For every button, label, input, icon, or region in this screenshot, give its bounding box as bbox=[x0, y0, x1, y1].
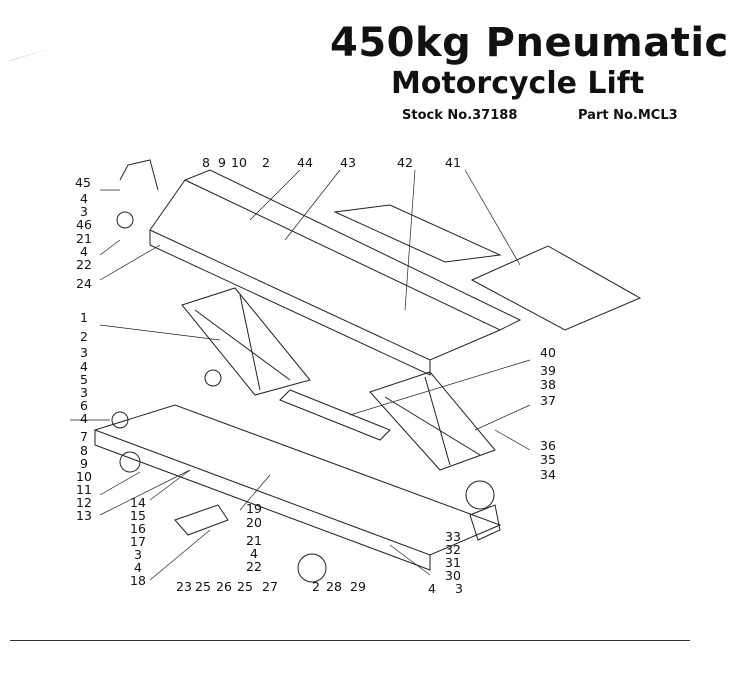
callout-30: 30 bbox=[445, 568, 461, 583]
callout-29: 29 bbox=[350, 579, 366, 594]
part-number: Part No.MCL3 bbox=[578, 108, 678, 123]
callout-43: 43 bbox=[340, 155, 356, 170]
callout-12: 12 bbox=[76, 495, 92, 510]
callout-2: 2 bbox=[312, 579, 320, 594]
callout-33: 33 bbox=[445, 529, 461, 544]
callout-10: 10 bbox=[231, 155, 247, 170]
callout-2: 2 bbox=[262, 155, 270, 170]
callout-2: 2 bbox=[80, 329, 88, 344]
callout-20: 20 bbox=[246, 515, 262, 530]
callout-8: 8 bbox=[202, 155, 210, 170]
callout-37: 37 bbox=[540, 393, 556, 408]
callout-26: 26 bbox=[216, 579, 232, 594]
callout-24: 24 bbox=[76, 276, 92, 291]
callout-44: 44 bbox=[297, 155, 313, 170]
callout-17: 17 bbox=[130, 534, 146, 549]
title-line-1: 450kg Pneumatic bbox=[330, 20, 729, 66]
callout-4: 4 bbox=[80, 359, 88, 374]
callout-18: 18 bbox=[130, 573, 146, 588]
callout-34: 34 bbox=[540, 467, 556, 482]
callout-13: 13 bbox=[76, 508, 92, 523]
callout-39: 39 bbox=[540, 363, 556, 378]
callout-40: 40 bbox=[540, 345, 556, 360]
stock-number: Stock No.37188 bbox=[402, 108, 518, 123]
callout-9: 9 bbox=[218, 155, 226, 170]
callout-8: 8 bbox=[80, 443, 88, 458]
callout-11: 11 bbox=[76, 482, 92, 497]
callout-16: 16 bbox=[130, 521, 146, 536]
callout-21: 21 bbox=[76, 231, 92, 246]
callout-9: 9 bbox=[80, 456, 88, 471]
callout-22: 22 bbox=[246, 559, 262, 574]
callout-22: 22 bbox=[76, 257, 92, 272]
callout-6: 6 bbox=[80, 398, 88, 413]
callout-23: 23 bbox=[176, 579, 192, 594]
callout-1: 1 bbox=[80, 310, 88, 325]
callout-36: 36 bbox=[540, 438, 556, 453]
callout-25: 25 bbox=[195, 579, 211, 594]
callout-25: 25 bbox=[237, 579, 253, 594]
callout-5: 5 bbox=[80, 372, 88, 387]
callout-27: 27 bbox=[262, 579, 278, 594]
callout-3: 3 bbox=[80, 345, 88, 360]
callout-4: 4 bbox=[428, 581, 436, 596]
callout-41: 41 bbox=[445, 155, 461, 170]
callout-3: 3 bbox=[455, 581, 463, 596]
callout-10: 10 bbox=[76, 469, 92, 484]
callout-35: 35 bbox=[540, 452, 556, 467]
footer-divider bbox=[10, 640, 690, 641]
exploded-parts-diagram: 45 4 3 46 21 4 22 24 1 2 3 4 5 3 6 4 7 8… bbox=[70, 155, 642, 596]
callout-4: 4 bbox=[80, 411, 88, 426]
callout-15: 15 bbox=[130, 508, 146, 523]
callout-46: 46 bbox=[76, 217, 92, 232]
brand-swoosh-logo bbox=[6, 48, 52, 62]
callout-21: 21 bbox=[246, 533, 262, 548]
callout-28: 28 bbox=[326, 579, 342, 594]
callout-7: 7 bbox=[80, 429, 88, 444]
callout-14: 14 bbox=[130, 495, 146, 510]
callout-4: 4 bbox=[80, 191, 88, 206]
callout-4: 4 bbox=[80, 244, 88, 259]
callout-4: 4 bbox=[134, 560, 142, 575]
callout-3: 3 bbox=[80, 204, 88, 219]
callout-42: 42 bbox=[397, 155, 413, 170]
callout-45: 45 bbox=[75, 175, 91, 190]
callout-4: 4 bbox=[250, 546, 258, 561]
callout-38: 38 bbox=[540, 377, 556, 392]
callout-3: 3 bbox=[80, 385, 88, 400]
callout-31: 31 bbox=[445, 555, 461, 570]
callout-19: 19 bbox=[246, 501, 262, 516]
title-line-2: Motorcycle Lift bbox=[391, 66, 645, 101]
callout-3: 3 bbox=[134, 547, 142, 562]
callout-32: 32 bbox=[445, 542, 461, 557]
